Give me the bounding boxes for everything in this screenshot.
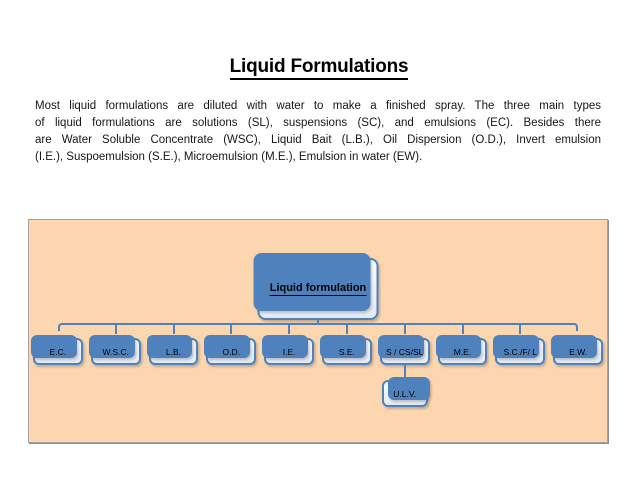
connector-tick <box>461 323 464 334</box>
tree-child-node: W.S.C. <box>88 335 141 365</box>
tree-child-label: S.C./F/ L <box>503 346 538 357</box>
connector-tick <box>403 323 406 334</box>
tree-cell: W.S.C. <box>87 335 145 365</box>
connector-tick <box>172 323 175 334</box>
tree-child-label: E.W. <box>569 346 588 357</box>
tree-cell: O.D. <box>202 335 260 365</box>
connector-tick <box>519 323 522 334</box>
tree-child-label: I.E. <box>282 346 296 357</box>
tree-child-node: E.C. <box>31 335 83 365</box>
tree-child-label: S.E. <box>338 346 355 357</box>
tree-cell: S / CS/SL <box>376 335 434 365</box>
tree-child-node: I.E. <box>262 335 314 365</box>
children-row: E.C. W.S.C. L.B. O.D. I.E. S.E. S / CS/SL M.E. S… <box>29 335 607 365</box>
tree-cell: S.E. <box>318 335 376 365</box>
sub-node-wrap: U.L.V. <box>381 377 430 407</box>
tree-child-node: S.C./F/ L <box>493 335 546 365</box>
tree-child-label: O.D. <box>222 346 241 357</box>
tree-child-label: L.B. <box>165 346 182 357</box>
tree-root-label: Liquid formulation <box>269 282 367 296</box>
connector-tick <box>114 323 117 334</box>
diagram-panel: Liquid formulation E.C. W.S.C. L.B. O.D. I.E… <box>28 219 608 443</box>
tree-sub-node-label: U.L.V. <box>393 388 417 399</box>
tree-cell: S.C./F/ L <box>491 335 549 365</box>
sub-node-connector-line <box>403 365 406 381</box>
connector-tick <box>345 323 348 334</box>
tree-cell: E.W. <box>549 335 607 365</box>
tree-child-label: S / CS/SL <box>386 346 424 357</box>
paragraph-line: (I.E.), Suspoemulsion (S.E.), Microemuls… <box>35 151 423 163</box>
root-connector-line <box>317 320 319 325</box>
tree-cell: E.C. <box>29 335 87 365</box>
tree-cell: I.E. <box>260 335 318 365</box>
tree-cell: L.B. <box>145 335 203 365</box>
tree-child-node: L.B. <box>146 335 199 365</box>
tree-child-node: O.D. <box>204 335 257 365</box>
paragraph-line: Most liquid formulations are diluted wit… <box>35 100 601 112</box>
tree-child-node: M.E. <box>435 335 488 365</box>
tree-child-label: W.S.C. <box>102 346 129 357</box>
tree-child-node: S / CS/SL <box>377 335 430 365</box>
paragraph-line: of liquid formulations are solutions (SL… <box>35 117 601 129</box>
connector-tick <box>230 323 233 334</box>
connector-tick <box>288 323 291 334</box>
tree-child-label: E.C. <box>49 346 67 357</box>
intro-paragraph: Most liquid formulations are diluted wit… <box>35 98 601 166</box>
page-title: Liquid Formulations <box>0 56 638 80</box>
paragraph-line: are Water Soluble Concentrate (WSC), Liq… <box>35 134 601 146</box>
tree-child-node: E.W. <box>551 335 603 365</box>
tree-cell: M.E. <box>434 335 492 365</box>
tree-root-node: Liquid formulation <box>253 253 379 320</box>
tree-child-label: M.E. <box>453 346 472 357</box>
tree-sub-node: U.L.V. <box>381 377 430 407</box>
tree-child-node: S.E. <box>320 335 372 365</box>
horizontal-connector-line <box>57 323 579 331</box>
page-title-text: Liquid Formulations <box>229 56 409 80</box>
